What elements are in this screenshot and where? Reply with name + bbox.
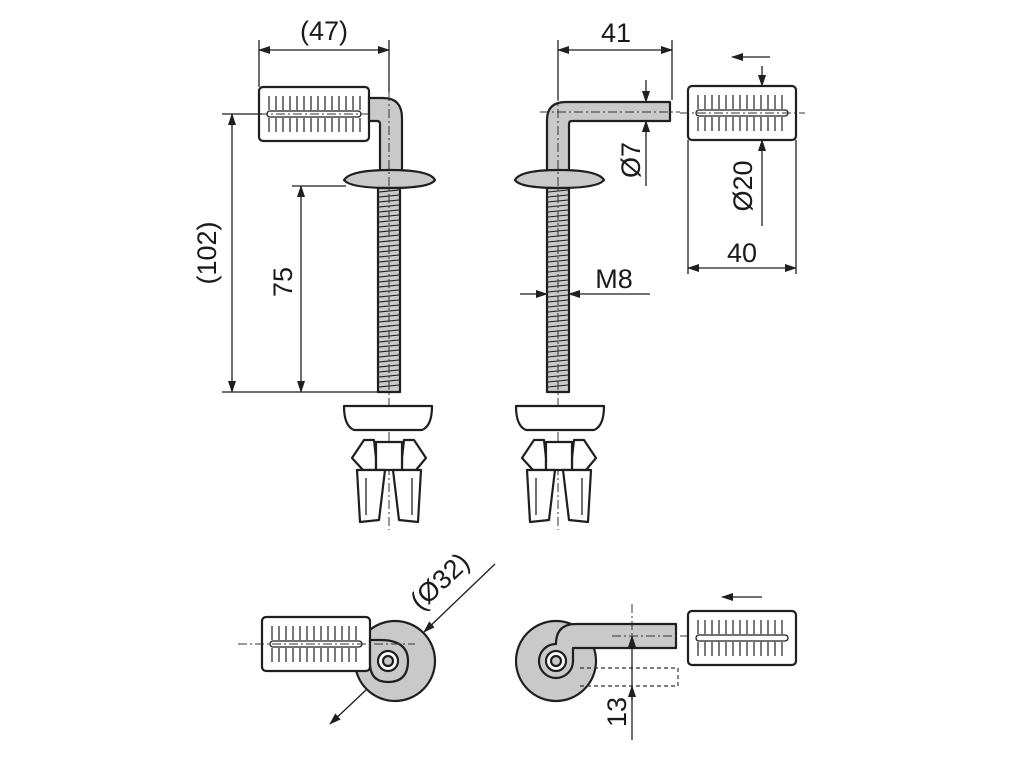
right-dowel-detail: Ø20 40 [680, 53, 805, 274]
right-bent-rod [545, 100, 672, 176]
label-offset-13: 13 [602, 697, 632, 727]
dimension-13: 13 [602, 635, 636, 740]
left-dowel-ribs [266, 96, 362, 132]
dimension-102: (102) [192, 113, 380, 393]
left-cap-nut [342, 404, 434, 432]
label-length-40: 40 [727, 238, 757, 268]
label-width-41: 41 [601, 18, 631, 48]
right-expansion-anchor [520, 438, 598, 524]
bottom-left-top-view: (Ø32) [238, 547, 496, 725]
bottom-right-dowel-ribs [695, 620, 789, 656]
right-bolt-assembly: 41 Ø7 M8 [513, 18, 680, 530]
dimension-41: 41 [557, 18, 673, 100]
bottom-right-top-view: 13 [514, 593, 798, 740]
dimension-dia-7: Ø7 [616, 80, 650, 186]
dimension-dia-20: Ø20 [728, 66, 766, 226]
label-width-47: (47) [300, 16, 348, 46]
right-washer [513, 168, 606, 190]
left-bolt-assembly: (47) (102) 75 [192, 16, 437, 530]
dimension-75: 75 [268, 185, 346, 393]
left-expansion-anchor [350, 438, 428, 524]
label-length-75: 75 [268, 267, 298, 297]
label-dia-20: Ø20 [728, 160, 758, 211]
dimension-40: 40 [687, 140, 797, 274]
right-cap-nut [514, 404, 606, 432]
label-dia-32: (Ø32) [404, 547, 475, 616]
label-height-102: (102) [192, 221, 222, 284]
label-thread-m8: M8 [595, 264, 633, 294]
label-dia-7: Ø7 [616, 142, 646, 178]
dimension-thread-m8: M8 [520, 264, 650, 298]
right-dowel-ribs [695, 95, 789, 131]
left-bent-rod [367, 96, 404, 177]
dimension-47: (47) [258, 16, 390, 92]
